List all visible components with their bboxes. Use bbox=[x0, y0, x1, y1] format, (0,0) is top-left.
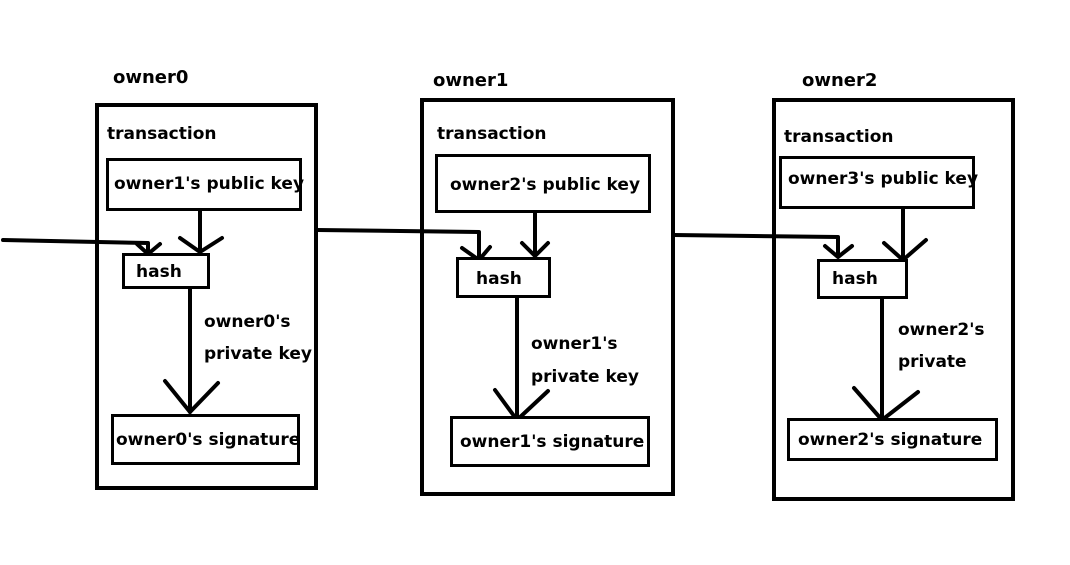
owner2-signature-box: owner2's signature bbox=[787, 418, 998, 461]
owner2-transaction-label: transaction bbox=[784, 127, 894, 147]
owner1-label: owner1 bbox=[433, 70, 509, 91]
owner2-hash-text: hash bbox=[832, 269, 878, 289]
owner2-public-key-box: owner3's public key bbox=[779, 156, 979, 209]
owner0-pubkey-to-hash-arrowhead bbox=[178, 236, 224, 254]
chain-arrowhead-owner1-to-owner2 bbox=[823, 244, 854, 259]
owner0-transaction-block bbox=[95, 103, 318, 490]
owner0-private-key-label-line2: private key bbox=[204, 344, 312, 364]
owner1-transaction-block bbox=[420, 98, 675, 496]
owner0-signature-text: owner0's signature bbox=[116, 430, 301, 450]
owner1-private-key-label-line2: private key bbox=[531, 367, 639, 387]
owner1-public-key-box: owner2's public key bbox=[435, 154, 651, 213]
owner2-private-key-label-line2: private bbox=[898, 352, 967, 372]
owner1-pubkey-to-hash-arrowhead bbox=[520, 241, 550, 258]
chain-line-owner1-to-owner2 bbox=[672, 233, 840, 258]
owner1-hash-box: hash bbox=[456, 257, 551, 298]
owner0-hash-text: hash bbox=[136, 262, 182, 282]
owner0-public-key-text: owner1's public key bbox=[114, 174, 305, 194]
owner0-transaction-label: transaction bbox=[107, 124, 217, 144]
owner0-signature-box: owner0's signature bbox=[111, 414, 300, 465]
owner1-transaction-label: transaction bbox=[437, 124, 547, 144]
owner1-signature-box: owner1's signature bbox=[450, 416, 650, 467]
owner2-public-key-text: owner3's public key bbox=[788, 169, 979, 189]
owner0-label: owner0 bbox=[113, 67, 189, 88]
owner0-hash-box: hash bbox=[122, 253, 210, 289]
owner1-private-key-label-line1: owner1's bbox=[531, 334, 618, 354]
incoming-chain-line bbox=[1, 238, 150, 256]
owner2-hash-box: hash bbox=[817, 259, 908, 299]
owner1-hash-text: hash bbox=[476, 269, 522, 289]
owner2-label: owner2 bbox=[802, 70, 878, 91]
owner0-hash-to-signature-arrowhead bbox=[163, 379, 220, 414]
owner2-private-key-label-line1: owner2's bbox=[898, 320, 985, 340]
owner1-public-key-text: owner2's public key bbox=[450, 175, 641, 195]
owner2-transaction-block bbox=[772, 98, 1015, 501]
owner1-signature-text: owner1's signature bbox=[460, 432, 645, 452]
chain-line-owner0-to-owner1 bbox=[315, 228, 481, 260]
owner0-public-key-box: owner1's public key bbox=[106, 158, 305, 211]
owner2-signature-text: owner2's signature bbox=[798, 430, 983, 450]
owner0-private-key-label-line1: owner0's bbox=[204, 312, 291, 332]
